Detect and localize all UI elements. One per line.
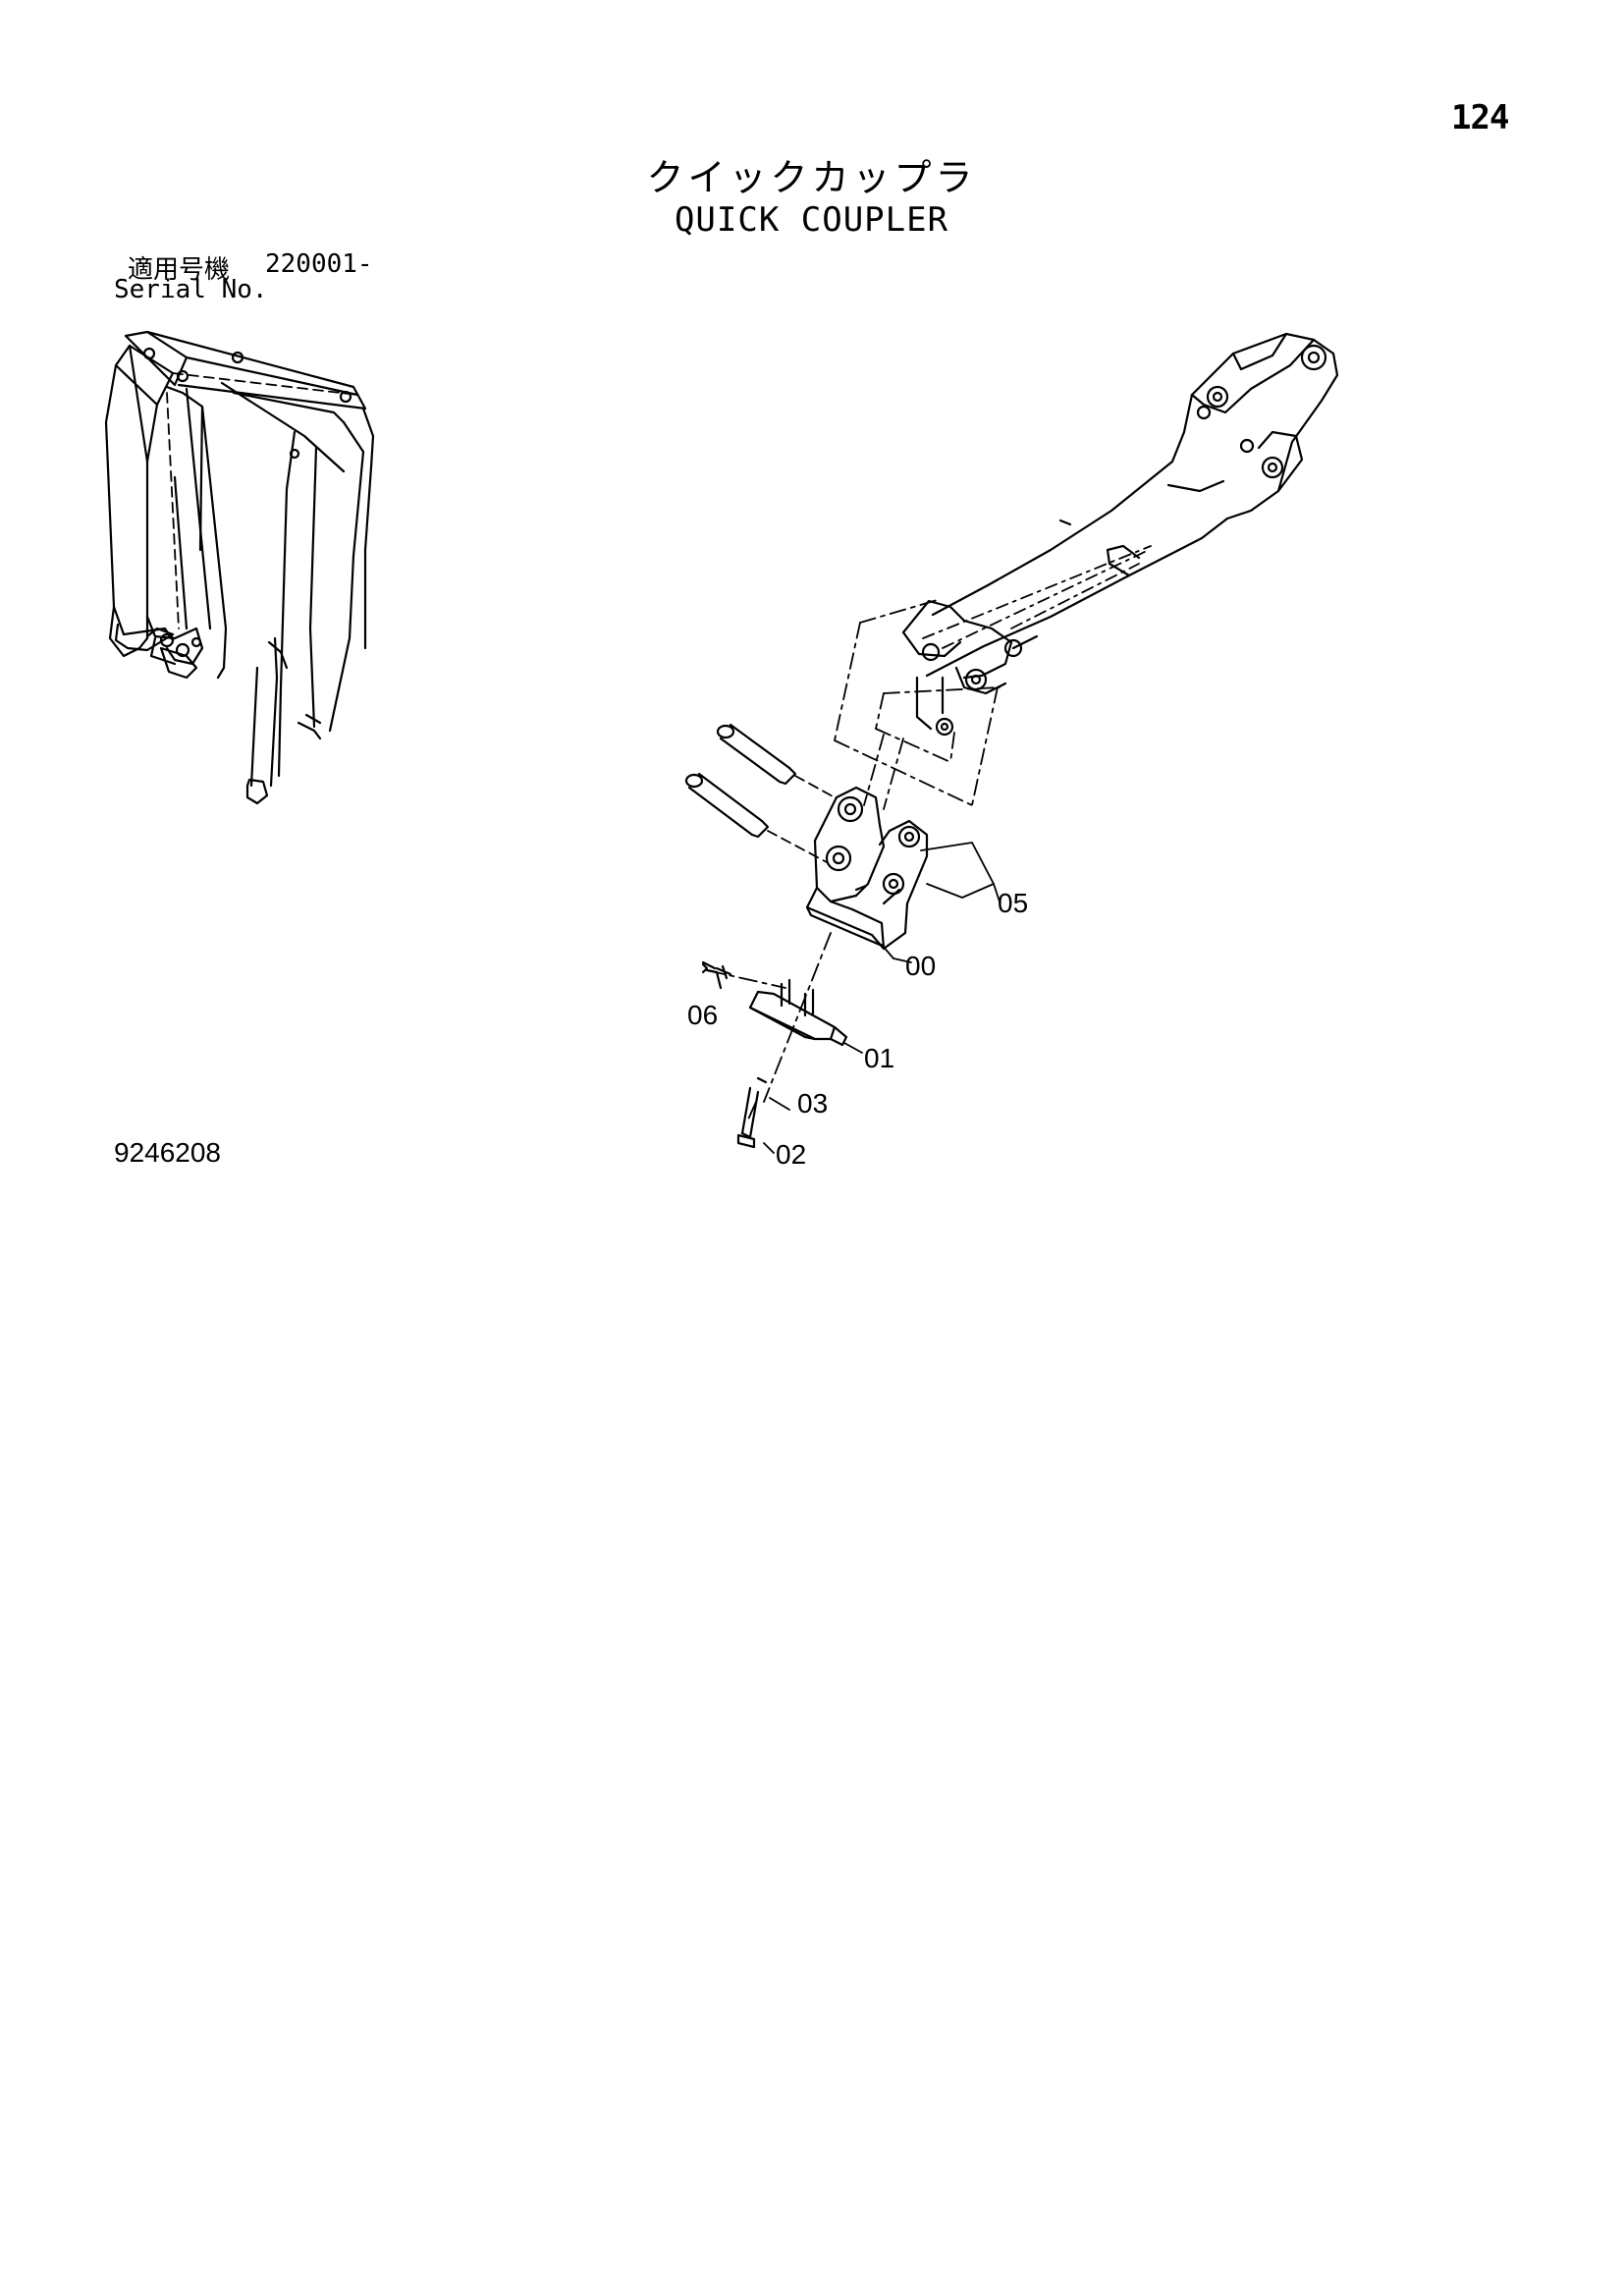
spring-pin [701,960,732,990]
callout-00: 00 [905,951,937,981]
callout-05: 05 [998,888,1029,918]
bolt [736,1076,768,1149]
callout-02: 02 [776,1139,807,1170]
leader-lines [763,842,1001,1154]
link-assembly [901,599,1039,737]
callout-01: 01 [864,1043,895,1073]
serial-label-japanese: 適用号機 [128,255,231,285]
page-title-japanese: クイックカップラ [646,156,977,199]
wedge-plate [748,978,848,1047]
page-number: 124 [1451,98,1509,137]
quick-coupler-body [805,786,929,951]
page-title-english: QUICK COUPLER [674,200,949,240]
overview-thumbnail [104,330,375,805]
serial-label-english: Serial No. [114,275,268,304]
callout-06: 06 [687,1000,719,1030]
callout-03: 03 [797,1088,829,1119]
arm-assembly [925,332,1339,678]
pins [684,723,797,839]
serial-range: 220001- [265,249,373,279]
drawing-number: 9246208 [114,1137,222,1168]
